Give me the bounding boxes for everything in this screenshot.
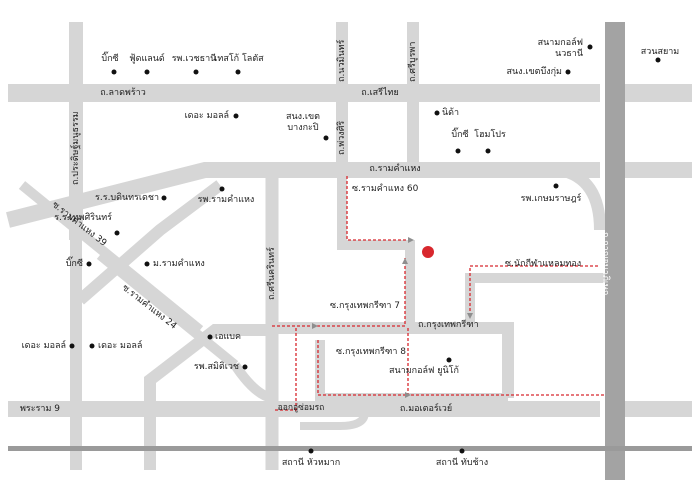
poi-mall-left: เดอะ มอลล์ — [21, 341, 66, 351]
route-from-sinakharin — [272, 258, 406, 327]
poi-dot-icon — [111, 69, 117, 75]
poi-foodland: ฟู้ดแลนด์ — [129, 54, 165, 64]
poi-bodindecha: ร.ร.บดินทรเดชา — [95, 193, 159, 203]
poi-dot-icon — [459, 448, 465, 454]
poi-samitivej: รพ.สมิติเวช — [193, 362, 239, 372]
poi-bueng-kum: สนง.เขตบึงกุ่ม — [506, 67, 562, 77]
destination-red-dot-icon — [422, 246, 434, 258]
road-label-sribunruang: ถ.ศรีบูรพา — [408, 41, 418, 82]
route-from-ram60 — [346, 176, 408, 241]
poi-kasemrad: รพ.เกษมราษฎร์ — [520, 194, 582, 204]
road-label-exit: ออกอู่ซ่อมรถ — [277, 403, 325, 413]
poi-lotus: เทสโก้ โลตัส — [214, 54, 264, 64]
road-label-ram60: ซ.รามคำแหง 60 — [352, 184, 419, 194]
route-from-nakkeela — [469, 265, 598, 314]
poi-dot-icon — [485, 148, 491, 154]
road-kasemrad-curve — [558, 164, 606, 231]
road-label-kk7: ซ.กรุงเทพกรีฑา 7 — [330, 301, 400, 311]
poi-suan-siam: สวนสยาม — [640, 47, 680, 57]
road-label-kk8: ซ.กรุงเทพกรีฑา 8 — [336, 347, 406, 357]
station-hua-mak: สถานี หัวหมาก — [281, 458, 341, 468]
road-ram39 — [18, 181, 204, 334]
poi-bangkapi-district: สนง.เขต บางกะปิ — [286, 112, 320, 133]
poi-dot-icon — [235, 69, 241, 75]
poi-dot-icon — [69, 343, 75, 349]
poi-dot-icon — [219, 186, 225, 192]
road-diag-mid — [76, 180, 224, 305]
poi-dot-icon — [446, 357, 452, 363]
road-label-pradit: ถ.ประดิษฐ์มนูธรรม — [71, 111, 81, 185]
road-label-sinakharin: ถ.ศรีนครินทร์ — [267, 247, 277, 300]
road-phongsiri — [337, 170, 415, 322]
poi-dot-icon — [86, 261, 92, 267]
road-nakkeela — [465, 273, 605, 322]
road-label-latphrao: ถ.ลาดพร้าว — [100, 88, 146, 98]
road-ram24 — [96, 251, 239, 369]
poi-markers — [69, 44, 661, 454]
poi-dot-icon — [587, 44, 593, 50]
poi-dot-icon — [144, 261, 150, 267]
arrow-up-icon — [402, 258, 408, 264]
poi-dot-icon — [233, 113, 239, 119]
poi-homepro: โฮมโปร — [474, 130, 506, 140]
poi-golf-nawathani: สนามกอล์ฟ นวธานี — [537, 38, 583, 59]
poi-dot-icon — [114, 230, 120, 236]
poi-big-c-mid: บิ๊กซี — [451, 130, 469, 140]
road-label-serithai: ถ.เสรีไทย — [361, 88, 399, 98]
poi-dot-icon — [553, 183, 559, 189]
road-curve-left — [230, 362, 274, 403]
poi-dot-icon — [323, 135, 329, 141]
direction-arrows — [312, 237, 473, 398]
road-label-krungthep-kritha: ถ.กรุงเทพกรีฑา — [418, 320, 479, 330]
poi-mall-center: เดอะ มอลล์ — [98, 341, 143, 351]
road-label-rama9: พระราม 9 — [20, 404, 61, 414]
poi-dot-icon — [207, 334, 213, 340]
road-label-motorway: ถ.มอเตอร์เวย์ — [399, 404, 453, 414]
road-kk8 — [315, 340, 508, 403]
poi-dot-icon — [565, 69, 571, 75]
station-thap-chang: สถานี ทับช้าง — [435, 458, 489, 468]
poi-golf-unico: สนามกอล์ฟ ยูนิโก้ — [389, 366, 459, 376]
route-exit — [275, 326, 297, 411]
road-label-kanchanaphisek: ถ.กาญจนาภิเษก — [600, 232, 610, 296]
arrow-down-icon — [467, 313, 473, 319]
poi-dot-icon — [434, 110, 440, 116]
poi-nida: นิด้า — [442, 108, 460, 118]
poi-icb: เอแบค — [215, 332, 242, 342]
poi-dot-icon — [89, 343, 95, 349]
road-motorway-loop — [300, 394, 370, 430]
poi-dot-icon — [455, 148, 461, 154]
road-label-nakkeela: ซ.นักกีฬาแหลมทอง — [505, 259, 582, 269]
poi-dot-icon — [308, 448, 314, 454]
road-krungthep-kritha — [272, 322, 514, 398]
poi-ram-hospital: รพ.รามคำแหง — [197, 195, 255, 205]
route-kk8 — [317, 340, 408, 396]
arrow-right-icon — [312, 323, 318, 329]
poi-big-c-top: บิ๊กซี — [101, 54, 119, 64]
arrow-right-icon — [408, 237, 414, 243]
road-diag-low — [144, 324, 272, 470]
kanchanaphisek-highway — [605, 22, 625, 480]
poi-big-c-left: บิ๊กซี — [65, 259, 83, 269]
poi-dot-icon — [144, 69, 150, 75]
poi-vejthani: รพ.เวชธานี — [171, 54, 217, 64]
poi-dot-icon — [655, 57, 661, 63]
poi-tepsirin: ร.ร.เทพศิรินทร์ — [54, 213, 112, 223]
poi-dot-icon — [242, 364, 248, 370]
poi-ram-university: ม.รามคำแหง — [153, 259, 205, 269]
railway — [8, 446, 692, 451]
arrow-right-icon — [405, 392, 411, 398]
poi-dot-icon — [161, 195, 167, 201]
road-network — [6, 22, 692, 470]
poi-mall-bangkapi: เดอะ มอลล์ — [184, 111, 229, 121]
road-label-nawamin: ถ.นวมินทร์ — [337, 39, 347, 82]
road-label-phongsiri: ถ.พ่วงศิริ — [337, 120, 347, 155]
road-label-ramkhamhaeng: ถ.รามคำแหง — [369, 164, 421, 174]
poi-dot-icon — [193, 69, 199, 75]
